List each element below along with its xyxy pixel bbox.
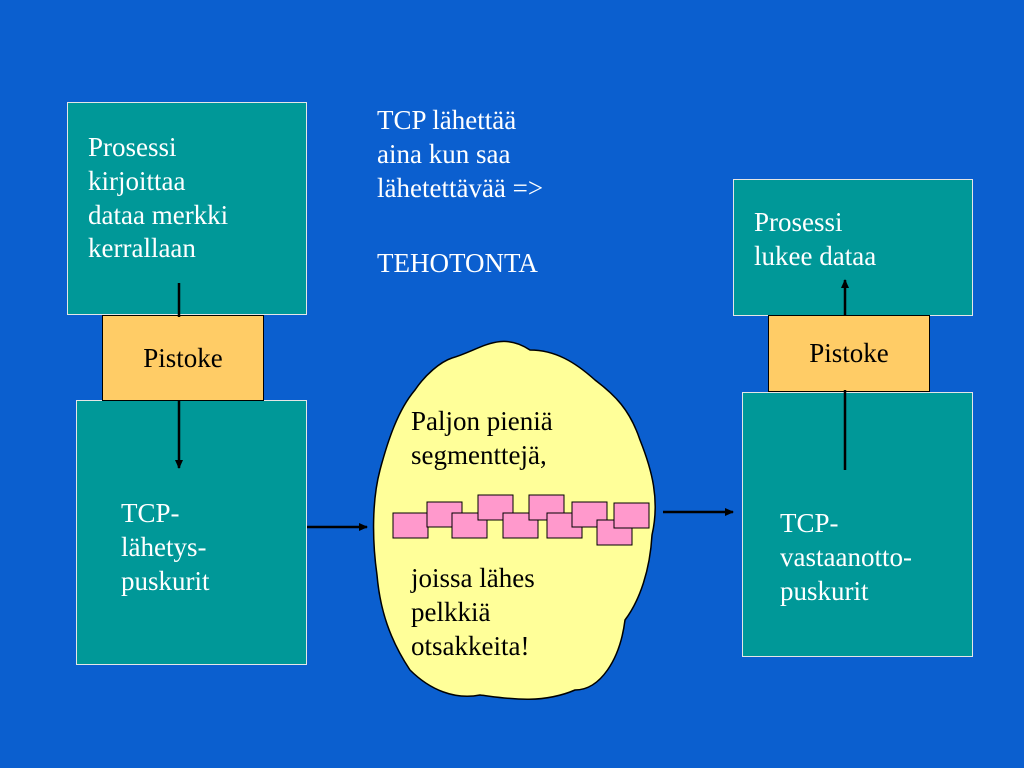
sender-socket: Pistoke xyxy=(102,315,264,401)
sender-process-text: Prosessi kirjoittaa dataa merkki kerrall… xyxy=(88,132,229,264)
segment xyxy=(392,512,429,539)
sender-buffer-text: TCP- lähetys- puskurit xyxy=(121,498,210,596)
receiver-process-box: Prosessi lukee dataa xyxy=(733,179,973,316)
receiver-buffer-text: TCP- vastaanotto- puskurit xyxy=(780,508,912,606)
sender-buffer-box: TCP- lähetys- puskurit xyxy=(76,400,307,665)
cloud-text-bottom: joissa lähes pelkkiä otsakkeita! xyxy=(411,563,535,661)
segment-chain xyxy=(392,494,650,546)
note-emphasis: TEHOTONTA xyxy=(377,248,538,278)
receiver-process-text: Prosessi lukee dataa xyxy=(754,207,877,271)
receiver-buffer-box: TCP- vastaanotto- puskurit xyxy=(742,392,973,657)
segment xyxy=(613,502,650,529)
note-text: TCP lähettää aina kun saa lähetettävää =… xyxy=(377,105,544,203)
cloud-text-top: Paljon pieniä segmenttejä, xyxy=(411,406,553,470)
sender-process-box: Prosessi kirjoittaa dataa merkki kerrall… xyxy=(67,102,307,315)
receiver-socket: Pistoke xyxy=(768,315,930,392)
